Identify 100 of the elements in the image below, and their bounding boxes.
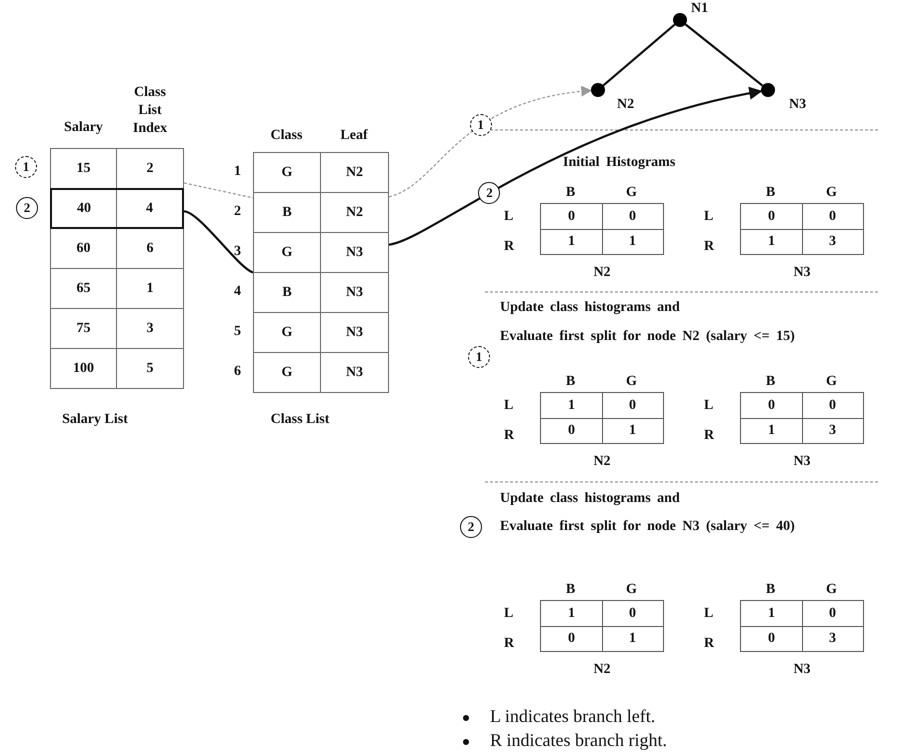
row-header: L	[504, 606, 514, 622]
table-cell-text: N2	[344, 204, 364, 222]
section-text: Update class histograms and	[500, 491, 680, 507]
arrow	[388, 86, 592, 198]
row-header: L	[704, 398, 714, 414]
arrow	[388, 87, 762, 246]
section-heading: Initial Histograms	[563, 155, 676, 171]
table-cell-text: N3	[344, 244, 364, 262]
row-header: L	[704, 606, 714, 622]
edge-label: 1	[470, 114, 492, 136]
table-cell-text: 1	[567, 232, 576, 250]
table-cell-text: 2	[146, 160, 154, 178]
column-header: B	[564, 374, 576, 390]
table-cell-text: 0	[567, 630, 576, 648]
node-label: N3	[789, 97, 806, 113]
table-cell-text: 3	[828, 630, 837, 648]
table-cell-text: N3	[344, 284, 364, 302]
table-cell-text: N2	[344, 164, 364, 182]
callout-number: 1	[15, 156, 37, 178]
table-cell-text: 1	[628, 422, 637, 440]
column-header: G	[625, 185, 638, 201]
row-header: R	[704, 636, 714, 652]
table-cell-text: 3	[146, 320, 154, 338]
column-header: Class	[270, 128, 304, 144]
row-header: L	[504, 398, 514, 414]
row-number: 2	[234, 204, 241, 220]
table-cell-text: 1	[628, 232, 637, 250]
callout-number: 2	[16, 197, 38, 219]
table-cell-text: N3	[344, 364, 364, 382]
connector-line	[602, 24, 676, 86]
histogram-caption: N2	[592, 454, 612, 470]
node-label: N2	[617, 97, 634, 113]
table-cell: 40	[52, 190, 117, 227]
row-header: L	[504, 209, 514, 225]
column-header: G	[825, 374, 838, 390]
row-number: 1	[234, 164, 241, 180]
histogram-caption: N2	[592, 265, 612, 281]
table-cell-text: 0	[767, 396, 776, 414]
row-number: 6	[234, 364, 241, 380]
table-row	[50, 348, 184, 389]
row-number: 3	[234, 244, 241, 260]
column-header: Salary	[63, 120, 104, 136]
connector-line	[184, 182, 254, 198]
node-label: N1	[691, 1, 708, 17]
column-header: G	[825, 185, 838, 201]
table-caption: Class List	[270, 412, 330, 428]
table-cell-text: 0	[828, 208, 837, 226]
table-cell-text: 1	[767, 604, 776, 622]
connector-line	[184, 210, 254, 274]
table-cell-text: 3	[828, 232, 837, 250]
histogram-caption: N3	[792, 265, 812, 281]
edge-label: 2	[478, 182, 500, 204]
histogram-caption: N3	[792, 454, 812, 470]
row-number: 5	[234, 324, 241, 340]
table-cell-text: 1	[628, 630, 637, 648]
row-header: R	[504, 428, 514, 444]
row-header: R	[504, 636, 514, 652]
table-cell-text: 0	[567, 208, 576, 226]
table-cell: G	[254, 353, 321, 392]
table-cell-text: 4	[145, 200, 154, 218]
column-header: G	[625, 582, 638, 598]
table-cell-text: 1	[567, 604, 576, 622]
table-caption: Salary List	[61, 412, 129, 428]
table-row	[50, 228, 184, 269]
column-header: B	[564, 582, 576, 598]
column-header: B	[764, 582, 776, 598]
callout-number: 1	[468, 346, 490, 368]
table-cell-text: 0	[767, 208, 776, 226]
section-text: Evaluate first split for node N2 (salary <= 15)	[500, 329, 795, 345]
row-header: R	[504, 239, 514, 255]
column-header: B	[564, 185, 576, 201]
callout-number: 2	[460, 516, 482, 538]
row-header: R	[704, 428, 714, 444]
table-cell-text: 0	[628, 396, 637, 414]
row-header: R	[704, 239, 714, 255]
column-header: B	[764, 185, 776, 201]
table-cell-text: 0	[828, 396, 837, 414]
row-number: 4	[234, 284, 241, 300]
table-cell-text: N3	[344, 324, 364, 342]
note-text: R indicates branch right.	[490, 730, 667, 751]
table-row	[50, 308, 184, 349]
table-cell-text: 0	[628, 604, 637, 622]
table-cell-text: 1	[767, 232, 776, 250]
column-header: B	[764, 374, 776, 390]
table-cell-text: 1	[767, 422, 776, 440]
table-cell-text: 0	[567, 422, 576, 440]
table-cell-text: 1	[567, 396, 576, 414]
histogram-caption: N3	[792, 662, 812, 678]
histogram-caption: N2	[592, 662, 612, 678]
section-text: Update class histograms and	[500, 300, 680, 316]
table-cell-text: 0	[828, 604, 837, 622]
column-header: Leaf	[339, 128, 369, 144]
table-cell-text: 3	[828, 422, 837, 440]
table-row	[50, 268, 184, 309]
column-header: Class List Index	[132, 84, 168, 138]
connector-line	[684, 24, 764, 86]
row-header: L	[704, 209, 714, 225]
table-cell-text: 0	[767, 630, 776, 648]
table-cell-text: 0	[628, 208, 637, 226]
column-header: G	[625, 374, 638, 390]
